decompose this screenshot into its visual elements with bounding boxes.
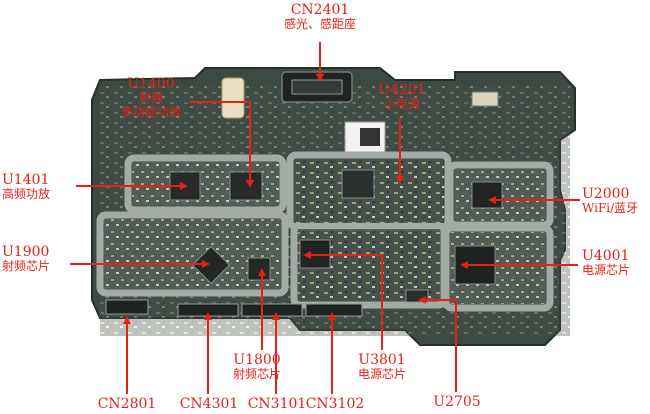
label-u4201: U4201 小电源: [372, 82, 432, 112]
label-cn3102-code: CN3102: [305, 396, 365, 412]
label-u4201-code: U4201: [378, 82, 426, 98]
label-u1401-code: U1401: [2, 172, 50, 188]
barcode-sticker: [344, 121, 386, 153]
label-u2000: U2000 WiFi/蓝牙: [582, 186, 650, 216]
label-u4201-desc: 小电源: [383, 97, 420, 112]
arrow-u1400: [190, 101, 254, 188]
label-u4001-code: U4001: [582, 248, 630, 264]
chip-u1800: [247, 257, 271, 281]
label-u1400-code: U1400: [127, 76, 175, 92]
label-u1400-desc2: 多功能功放: [120, 104, 181, 119]
label-u4001: U4001 电源芯片: [582, 248, 650, 278]
label-u2705: U2705: [424, 394, 490, 410]
label-cn2401-code: CN2401: [290, 2, 350, 18]
chip-u4201: [341, 169, 375, 199]
label-u2000-desc: WiFi/蓝牙: [582, 201, 639, 216]
label-u2000-code: U2000: [582, 186, 630, 202]
label-u3801-code: U3801: [358, 352, 406, 368]
label-u4001-desc: 电源芯片: [582, 263, 631, 278]
chip-u2000: [471, 181, 503, 209]
connector-cn2801: [105, 299, 149, 315]
label-cn4301: CN4301: [174, 396, 244, 412]
label-cn2401: CN2401 感光、感距座: [262, 2, 378, 32]
label-u1900-desc: 射频芯片: [2, 259, 51, 274]
connector-cn3102: [305, 303, 363, 317]
label-u1900: U1900 射频芯片: [2, 244, 70, 274]
label-u2705-code: U2705: [433, 394, 481, 410]
label-u3801-desc: 电源芯片: [357, 367, 406, 382]
label-cn2801-code: CN2801: [97, 396, 157, 412]
chip-u1400: [229, 171, 263, 201]
label-u1400: U1400 射频 多功能功放: [106, 76, 196, 120]
label-u1800: U1800 射频芯片: [222, 352, 292, 382]
label-cn2801: CN2801: [92, 396, 162, 412]
annotation-arrows: [70, 42, 580, 394]
label-u1900-code: U1900: [2, 244, 50, 260]
shield-frame-right: [286, 151, 554, 312]
gold-contact: [221, 77, 245, 119]
bottom-connectors: [105, 299, 363, 317]
connector-cn3101: [241, 303, 303, 317]
label-cn3101: CN3101: [242, 396, 312, 412]
label-cn4301-code: CN4301: [179, 396, 239, 412]
arrow-u3801: [303, 251, 383, 350]
arrow-u2705: [418, 296, 457, 392]
label-u3801: U3801 电源芯片: [346, 352, 418, 382]
label-cn3102: CN3102: [300, 396, 370, 412]
label-u1800-desc: 射频芯片: [232, 367, 281, 382]
label-cn2401-desc: 感光、感距座: [283, 17, 356, 32]
label-cn3101-code: CN3101: [247, 396, 307, 412]
small-component-top-right: [471, 91, 499, 107]
label-u1401-desc: 高频功放: [2, 187, 51, 202]
label-u1800-code: U1800: [233, 352, 281, 368]
connector-cn2401: [281, 71, 353, 103]
chip-u1900: [191, 245, 231, 285]
label-u1400-desc1: 射频: [138, 91, 163, 106]
label-u1401: U1401 高频功放: [2, 172, 76, 202]
